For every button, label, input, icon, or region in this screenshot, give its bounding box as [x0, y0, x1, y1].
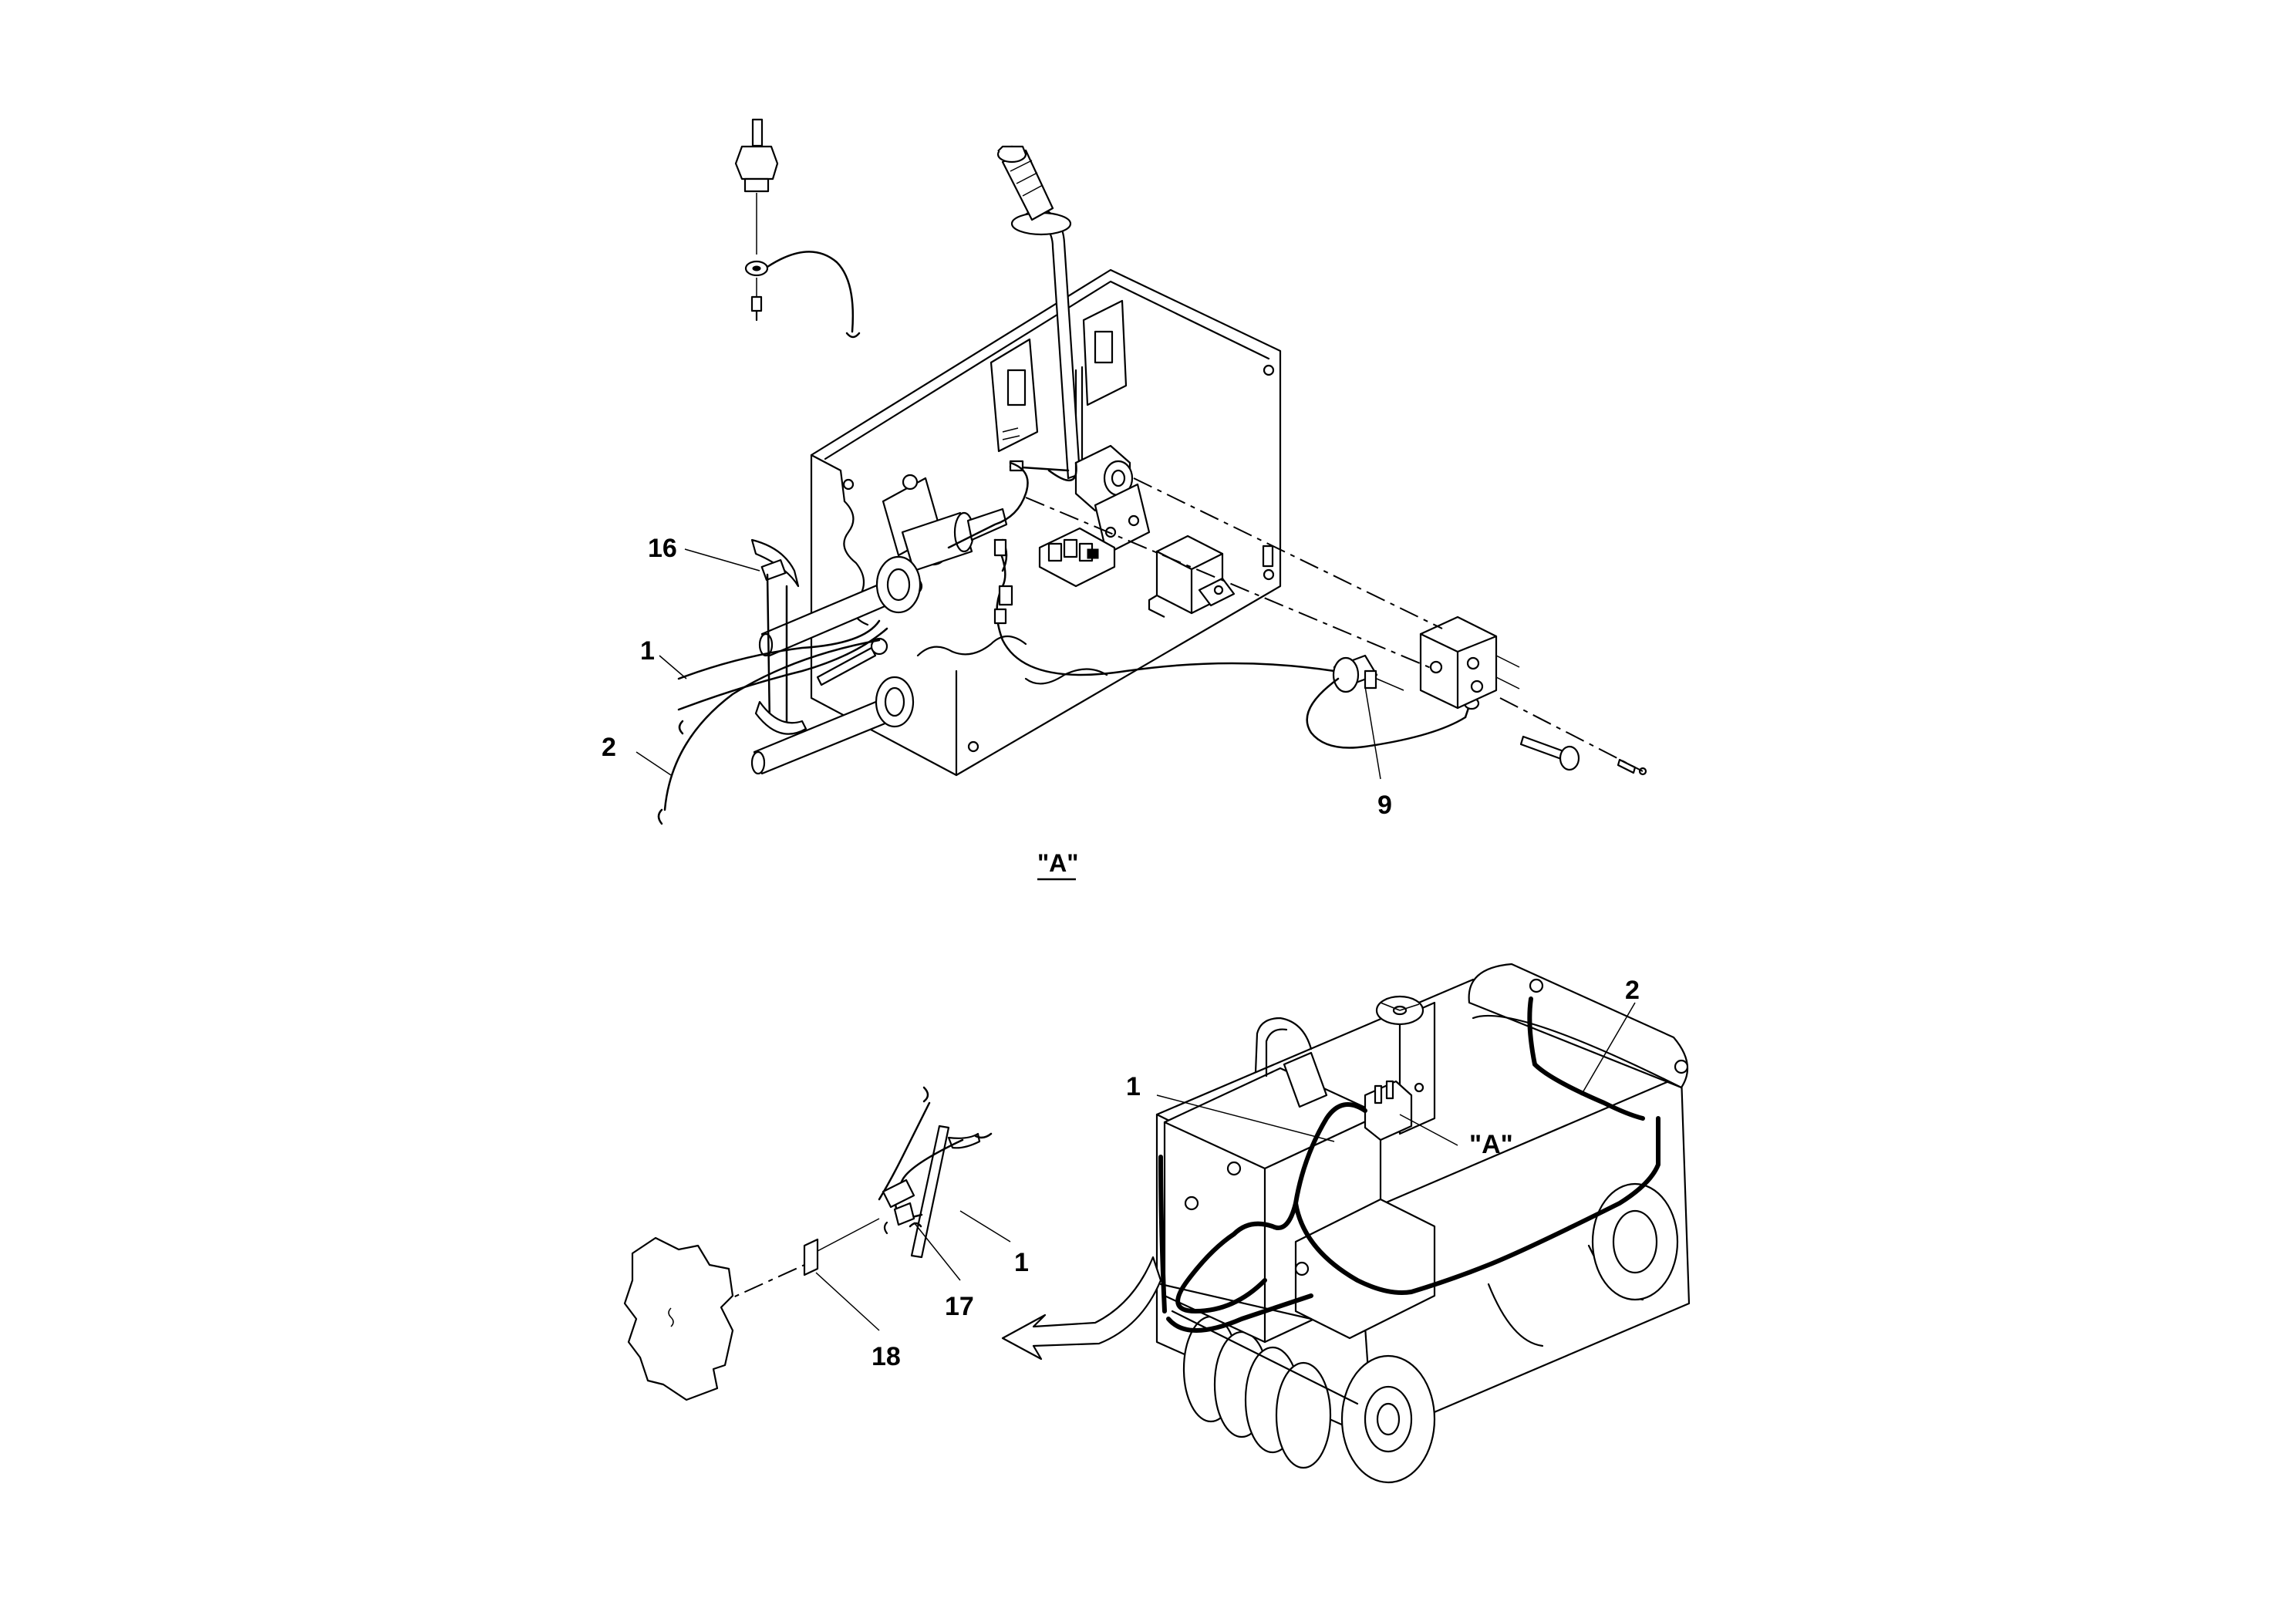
mounting-plate	[623, 1236, 734, 1401]
callout-overview-1b: 1	[1014, 1248, 1029, 1277]
wiring-harness-view-a	[657, 461, 1336, 825]
overview-callouts: 1 2 "A" 1 17 18	[815, 976, 1640, 1371]
terminal-block	[1419, 615, 1520, 710]
clamp-item-16	[750, 538, 807, 735]
callout-18: 18	[872, 1342, 901, 1371]
machine-harness	[1158, 996, 1660, 1333]
callout-2: 2	[602, 733, 616, 762]
fuse-block	[1038, 527, 1116, 588]
callout-overview-1: 1	[1126, 1072, 1141, 1101]
control-lever	[996, 145, 1081, 480]
callout-9: 9	[1377, 791, 1392, 820]
operator-console	[1163, 1067, 1436, 1344]
toggle-switch	[734, 118, 861, 339]
solenoid	[882, 474, 1008, 595]
alignment-lines	[1025, 477, 1644, 772]
front-rollers	[1171, 1310, 1359, 1469]
callout-1: 1	[640, 636, 655, 666]
callout-17: 17	[945, 1292, 974, 1321]
view-a-callouts: 16 1 2 9	[602, 534, 1392, 820]
relay	[1148, 534, 1274, 618]
connector-item-9	[1306, 654, 1480, 749]
view-a-title: "A"	[1037, 849, 1078, 877]
callout-overview-2: 2	[1625, 976, 1640, 1005]
callout-16: 16	[648, 534, 677, 563]
connector-detail	[878, 1086, 993, 1259]
view-a-control-box: 16 1 2 9 "A"	[602, 118, 1647, 881]
callout-view-ref-a: "A"	[1469, 1130, 1513, 1159]
machine-overview: 1 2 "A" 1 17 18	[623, 963, 1691, 1484]
seat-and-steering	[1254, 995, 1436, 1141]
bracket-item-18	[803, 1218, 880, 1276]
lever-bracket	[990, 299, 1128, 472]
rear-wheels	[1340, 1182, 1679, 1484]
plate-alignment-line	[676, 1264, 805, 1324]
hydraulic-pipes	[750, 555, 922, 775]
screw-and-pin	[1519, 735, 1647, 776]
detail-arrow	[1001, 1256, 1313, 1361]
